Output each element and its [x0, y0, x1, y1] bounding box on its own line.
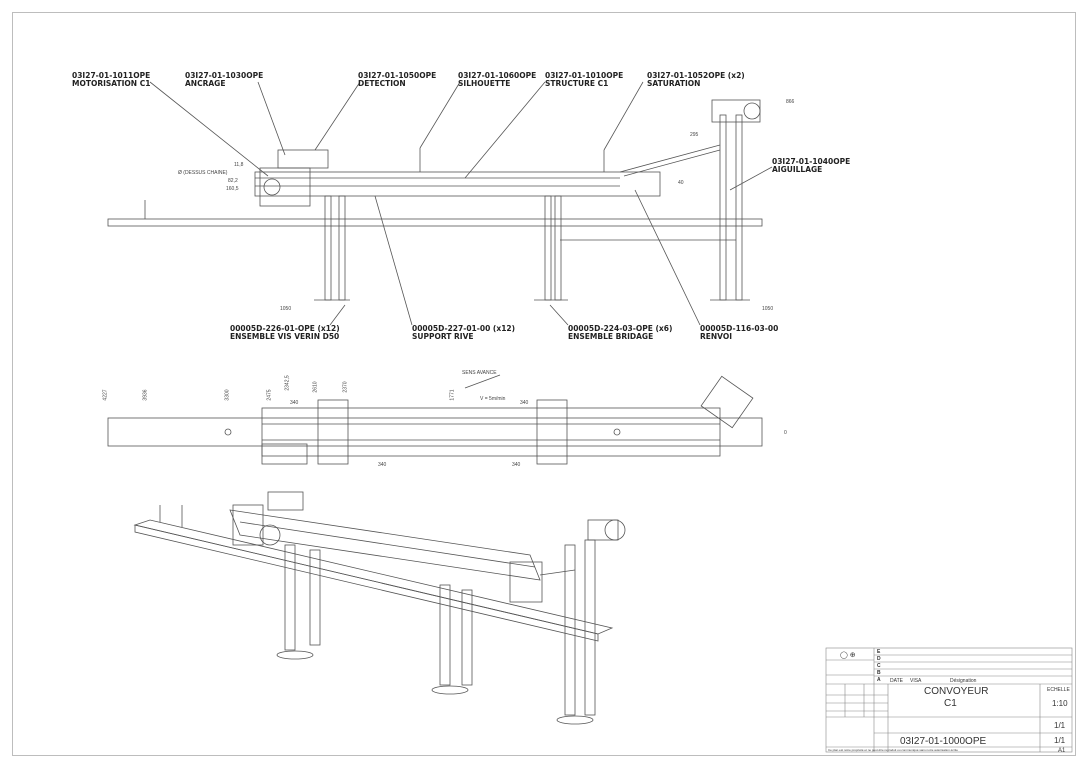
- callout-name: MOTORISATION C1: [72, 79, 151, 88]
- side-view: [107, 81, 773, 326]
- callout-ref: 00005D-116-03-00: [700, 324, 779, 333]
- dimension: 2475: [266, 389, 273, 401]
- projection-symbol-icon: ◯ ⊕: [840, 652, 856, 659]
- visa-label: VISA: [910, 678, 922, 684]
- callout-ref: 03I27-01-1030OPE: [185, 71, 264, 80]
- dimension: 3300: [224, 389, 231, 401]
- dimension: Ø (DESSUS CHAINE): [178, 170, 228, 176]
- dimension: 295: [690, 132, 699, 138]
- callout-ref: 03I27-01-1040OPE: [772, 157, 851, 166]
- side-base-beam: [107, 218, 763, 227]
- scale-value: 1:10: [1052, 699, 1068, 708]
- dimension: 82,2: [228, 178, 238, 184]
- revision-letters: E D C B A: [877, 649, 881, 684]
- dimension: 340: [512, 462, 521, 468]
- callout-ref: 03I27-01-1060OPE: [458, 71, 537, 80]
- callout-name: ENSEMBLE BRIDAGE: [568, 332, 654, 341]
- side-motor: [259, 167, 311, 207]
- callout-name: AIGUILLAGE: [772, 165, 823, 174]
- callout-bridage: 00005D-224-03-OPE (x6)ENSEMBLE BRIDAGE: [568, 325, 672, 341]
- dimension: 340: [378, 462, 387, 468]
- flow-direction: SENS AVANCE: [462, 370, 497, 376]
- callout-name: DETECTION: [358, 79, 406, 88]
- side-anchor: [277, 149, 329, 169]
- callout-ref: 03I27-01-1010OPE: [545, 71, 624, 80]
- ownership-notice: Ce plan est notre propriété et ne peut ê…: [828, 748, 958, 752]
- drawing-number: 03I27-01-1000OPE: [900, 736, 987, 747]
- dimension: 160,5: [226, 186, 239, 192]
- dimension: 0: [784, 430, 787, 436]
- dimension: 866: [786, 99, 795, 105]
- callout-name: ANCRAGE: [185, 79, 226, 88]
- rev-letter: C: [877, 663, 881, 669]
- side-legs: [314, 114, 750, 301]
- callout-name: SILHOUETTE: [458, 79, 511, 88]
- callout-ref: 03I27-01-1050OPE: [358, 71, 437, 80]
- dimension: 2342,5: [284, 375, 291, 391]
- dimension: 3936: [142, 389, 149, 401]
- callout-name: ENSEMBLE VIS VERIN D50: [230, 332, 340, 341]
- drawing-subtitle: C1: [944, 698, 957, 709]
- dimension: 11,8: [234, 162, 244, 168]
- dimension: 2610: [312, 381, 319, 393]
- isometric-view: [133, 491, 626, 725]
- designation-label: Désignation: [950, 678, 977, 684]
- dimension: 40: [678, 180, 684, 186]
- dimension: 2370: [342, 381, 349, 393]
- rev-letter: B: [877, 670, 881, 676]
- callout-support-rive: 00005D-227-01-00 (x12)SUPPORT RIVE: [412, 325, 515, 341]
- flow-speed: V = 5m/min: [480, 396, 506, 402]
- callout-vis-verin: 00005D-226-01-OPE (x12)ENSEMBLE VIS VERI…: [230, 325, 340, 341]
- callout-name: SUPPORT RIVE: [412, 332, 474, 341]
- callout-name: STRUCTURE C1: [545, 79, 609, 88]
- drawing-sheet-border: [12, 12, 1076, 756]
- sheet-number: 1/1: [1054, 721, 1066, 730]
- sheet-count: 1/1: [1054, 736, 1066, 745]
- callout-name: SATURATION: [647, 79, 701, 88]
- dimension: 4227: [102, 389, 109, 401]
- callout-ref: 00005D-224-03-OPE (x6): [568, 324, 673, 333]
- side-conveyor: [254, 171, 661, 197]
- top-view: [107, 374, 763, 465]
- rev-letter: D: [877, 656, 881, 662]
- callout-ref: 00005D-226-01-OPE (x12): [230, 324, 340, 333]
- paper-format: A1: [1058, 748, 1066, 754]
- rev-letter: E: [877, 649, 881, 655]
- callout-name: RENVOI: [700, 332, 733, 341]
- rev-letter: A: [877, 677, 881, 683]
- iso-legs: [276, 539, 596, 725]
- callout-ref: 03I27-01-1052OPE (x2): [647, 71, 745, 80]
- drawing-title: CONVOYEUR: [924, 686, 989, 697]
- dimension: 340: [520, 400, 529, 406]
- dimension: 1050: [280, 306, 292, 312]
- dimension: 340: [290, 400, 299, 406]
- scale-label: ECHELLE: [1047, 687, 1070, 693]
- callout-saturation: 03I27-01-1052OPE (x2)SATURATION: [647, 72, 745, 88]
- dimension: 1050: [762, 306, 774, 312]
- dimension: 1771: [449, 389, 456, 401]
- callout-ref: 03I27-01-1011OPE: [72, 71, 151, 80]
- callout-ref: 00005D-227-01-00 (x12): [412, 324, 516, 333]
- title-block-lines: [825, 647, 1073, 753]
- date-label: DATE: [890, 678, 903, 684]
